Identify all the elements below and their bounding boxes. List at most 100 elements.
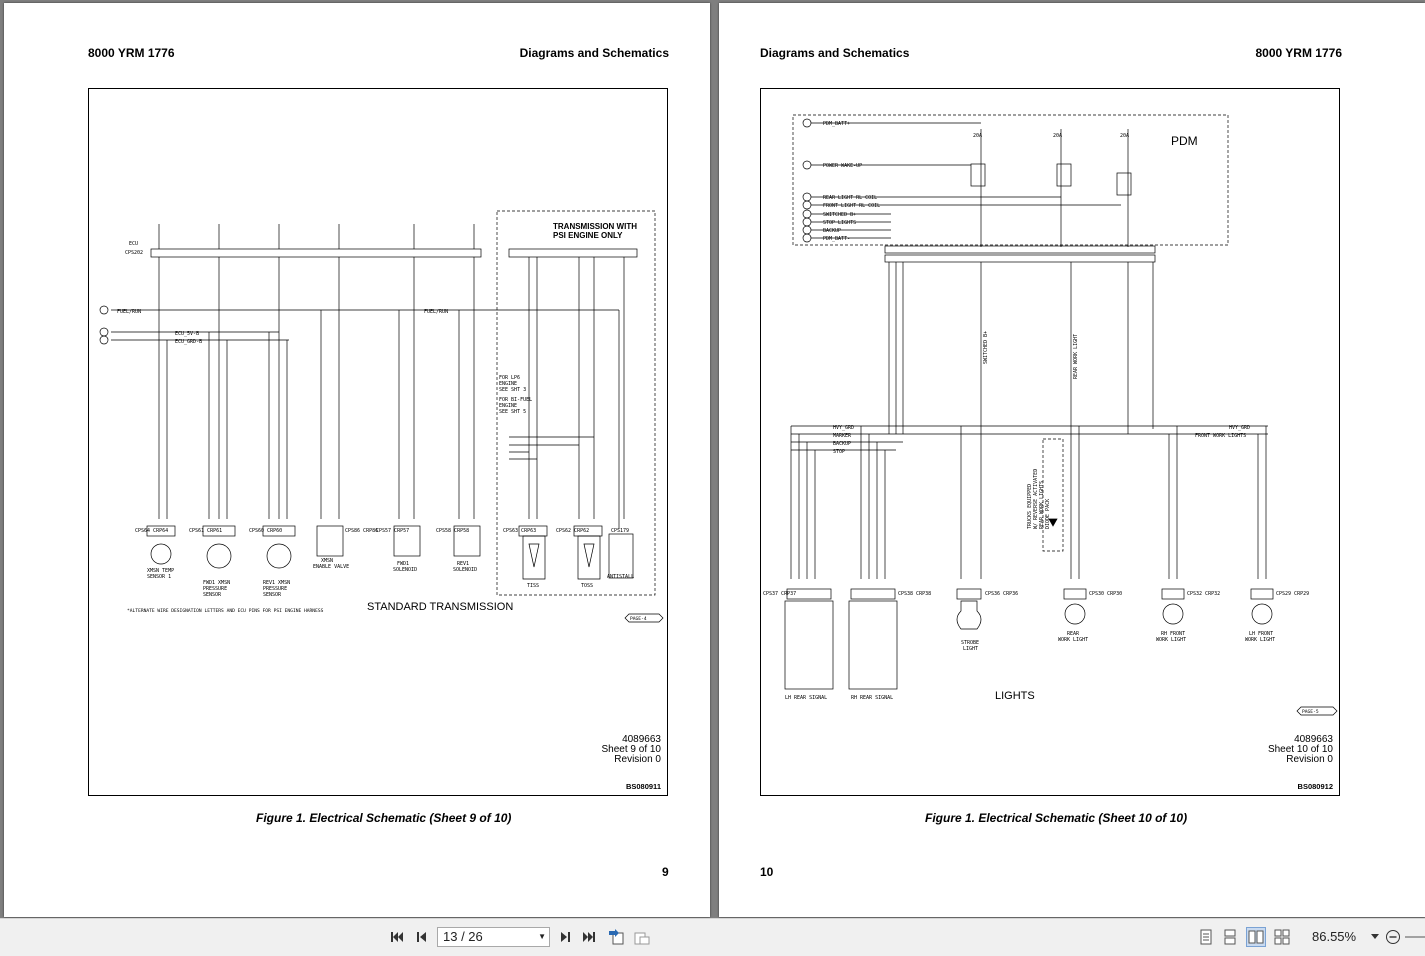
zoom-slider[interactable] [1405,927,1425,947]
continuous-facing-view-icon[interactable] [1272,927,1292,947]
svg-text:W/ REVERSE ACTIVATED: W/ REVERSE ACTIVATED [1033,469,1039,529]
svg-text:20A: 20A [1053,133,1062,139]
figure-caption: Figure 1. Electrical Schematic (Sheet 9 … [256,811,512,825]
svg-text:SENSOR 1: SENSOR 1 [147,574,171,580]
svg-text:POWER WAKE-UP: POWER WAKE-UP [823,163,862,169]
next-view-icon[interactable] [632,927,652,947]
svg-text:REAR: REAR [1067,631,1080,637]
doc-meta: 4089663 Sheet 9 of 10 Revision 0 [601,734,662,765]
svg-text:RH FRONT: RH FRONT [1161,631,1185,637]
svg-text:LH FRONT: LH FRONT [1249,631,1273,637]
continuous-view-icon[interactable] [1220,927,1240,947]
svg-text:WORK LIGHT: WORK LIGHT [1245,637,1275,643]
zoom-out-icon[interactable] [1383,927,1403,947]
svg-text:FOR BI-FUEL: FOR BI-FUEL [499,397,532,403]
chevron-down-icon[interactable]: ▼ [538,932,546,941]
svg-text:HVY_GRD: HVY_GRD [833,425,854,431]
single-page-view-icon[interactable] [1196,927,1216,947]
lights-schematic: PDM_BATT+ POWER WAKE-UP REAR LIGHT RL CO… [763,114,1338,716]
schematic-frame: PDM_BATT+ POWER WAKE-UP REAR LIGHT RL CO… [760,88,1340,796]
header-section: Diagrams and Schematics [760,46,910,60]
svg-text:SEE SHT 3: SEE SHT 3 [499,387,526,393]
svg-text:CPS86 CRP86: CPS86 CRP86 [345,528,378,534]
header-doc-id: 8000 YRM 1776 [88,46,175,60]
svg-text:PRESSURE: PRESSURE [203,586,227,592]
svg-text:SWITCHED B+: SWITCHED B+ [983,331,989,364]
svg-text:STROBE: STROBE [961,640,979,646]
header-doc-id: 8000 YRM 1776 [1255,46,1342,60]
svg-text:CPS62 CRP62: CPS62 CRP62 [556,528,589,534]
doc-meta: 4089663 Sheet 10 of 10 Revision 0 [1267,734,1333,765]
svg-text:CPS58 CRP58: CPS58 CRP58 [436,528,469,534]
svg-text:XMSN: XMSN [321,558,333,564]
svg-text:TISS: TISS [527,583,539,589]
zoom-level[interactable]: 86.55% [1312,929,1357,944]
svg-text:MARKER: MARKER [833,433,852,439]
page-number: 10 [760,865,774,879]
svg-text:REV1 XMSN: REV1 XMSN [263,580,290,586]
svg-text:TOSS: TOSS [581,583,593,589]
svg-text:SEE SHT 5: SEE SHT 5 [499,409,526,415]
psi-box-title-2: PSI ENGINE ONLY [553,231,623,240]
svg-text:HVY_GRD: HVY_GRD [1229,425,1250,431]
schematic-frame: ECU CPS202 FUEL/RUN FUEL/RUN ECU_5V-B EC… [88,88,668,796]
next-page-icon[interactable] [555,927,575,947]
pdm-title: PDM [1171,134,1198,148]
pdf-page-10: Diagrams and Schematics 8000 YRM 1776 [719,3,1425,917]
svg-text:ANTISTALL: ANTISTALL [607,574,634,580]
transmission-schematic: ECU CPS202 FUEL/RUN FUEL/RUN ECU_5V-B EC… [99,210,664,623]
page-number-input[interactable]: 13 / 26 ▼ [437,927,550,947]
svg-text:ENGINE: ENGINE [499,403,517,409]
svg-text:CPS57 CRP57: CPS57 CRP57 [376,528,409,534]
svg-text:RH REAR SIGNAL: RH REAR SIGNAL [851,695,893,701]
last-page-icon[interactable] [579,927,599,947]
svg-text:20A: 20A [1120,133,1129,139]
previous-view-icon[interactable] [606,927,626,947]
document-viewport[interactable]: 8000 YRM 1776 Diagrams and Schematics [0,0,1425,918]
ecu-5v-label: ECU_5V-B [175,331,199,337]
svg-text:SOLENOID: SOLENOID [453,567,477,573]
page-ref: PAGE-4 [630,616,647,622]
svg-text:REV1: REV1 [457,561,469,567]
svg-text:REAR WORK LIGHTS: REAR WORK LIGHTS [1039,481,1045,529]
svg-text:PDM_BATT-: PDM_BATT- [823,236,850,242]
svg-text:CPS36 CRP36: CPS36 CRP36 [985,591,1018,597]
header-section: Diagrams and Schematics [519,46,669,60]
facing-pages-view-icon[interactable] [1246,927,1266,947]
svg-text:ENABLE VALVE: ENABLE VALVE [313,564,349,570]
svg-text:PRESSURE: PRESSURE [263,586,287,592]
svg-text:FWD1: FWD1 [397,561,409,567]
ecu-label: ECU [129,241,138,247]
footnote: *ALTERNATE WIRE DESIGNATION LETTERS AND … [127,608,324,614]
figure-caption: Figure 1. Electrical Schematic (Sheet 10… [925,811,1188,825]
svg-text:CPS30 CRP30: CPS30 CRP30 [1089,591,1122,597]
previous-page-icon[interactable] [411,927,431,947]
pdf-page-9: 8000 YRM 1776 Diagrams and Schematics [4,3,710,917]
svg-text:BACKUP: BACKUP [833,441,851,447]
first-page-icon[interactable] [387,927,407,947]
svg-text:XMSN TEMP: XMSN TEMP [147,568,174,574]
svg-text:WORK LIGHT: WORK LIGHT [1058,637,1088,643]
svg-text:SWITCHED B+: SWITCHED B+ [823,212,856,218]
svg-text:CPS64 CRP64: CPS64 CRP64 [135,528,168,534]
svg-text:CPS63 CRP63: CPS63 CRP63 [503,528,536,534]
section-title: STANDARD TRANSMISSION [367,601,513,613]
svg-text:CPS179: CPS179 [611,528,629,534]
page-number: 9 [662,865,669,879]
svg-text:FUEL/RUN: FUEL/RUN [424,309,448,315]
svg-text:TRUCKS EQUIPPED: TRUCKS EQUIPPED [1027,484,1033,529]
svg-text:CPS60 CRP60: CPS60 CRP60 [249,528,282,534]
image-code: BS080912 [1297,782,1333,791]
zoom-dropdown-icon[interactable] [1369,927,1381,947]
fuel-run-label: FUEL/RUN [117,309,141,315]
svg-text:LH REAR SIGNAL: LH REAR SIGNAL [785,695,827,701]
section-title: LIGHTS [995,690,1035,702]
svg-text:REAR LIGHT RL COIL: REAR LIGHT RL COIL [823,195,877,201]
svg-text:FRONT WORK LIGHTS: FRONT WORK LIGHTS [1195,433,1246,439]
svg-text:CPS32 CRP32: CPS32 CRP32 [1187,591,1220,597]
svg-text:STOP LIGHTS: STOP LIGHTS [823,220,856,226]
psi-box-title-1: TRANSMISSION WITH [553,222,637,231]
svg-text:BACKUP: BACKUP [823,228,841,234]
svg-text:REAR WORK LIGHT: REAR WORK LIGHT [1073,334,1079,379]
svg-text:SENSOR: SENSOR [203,592,222,598]
